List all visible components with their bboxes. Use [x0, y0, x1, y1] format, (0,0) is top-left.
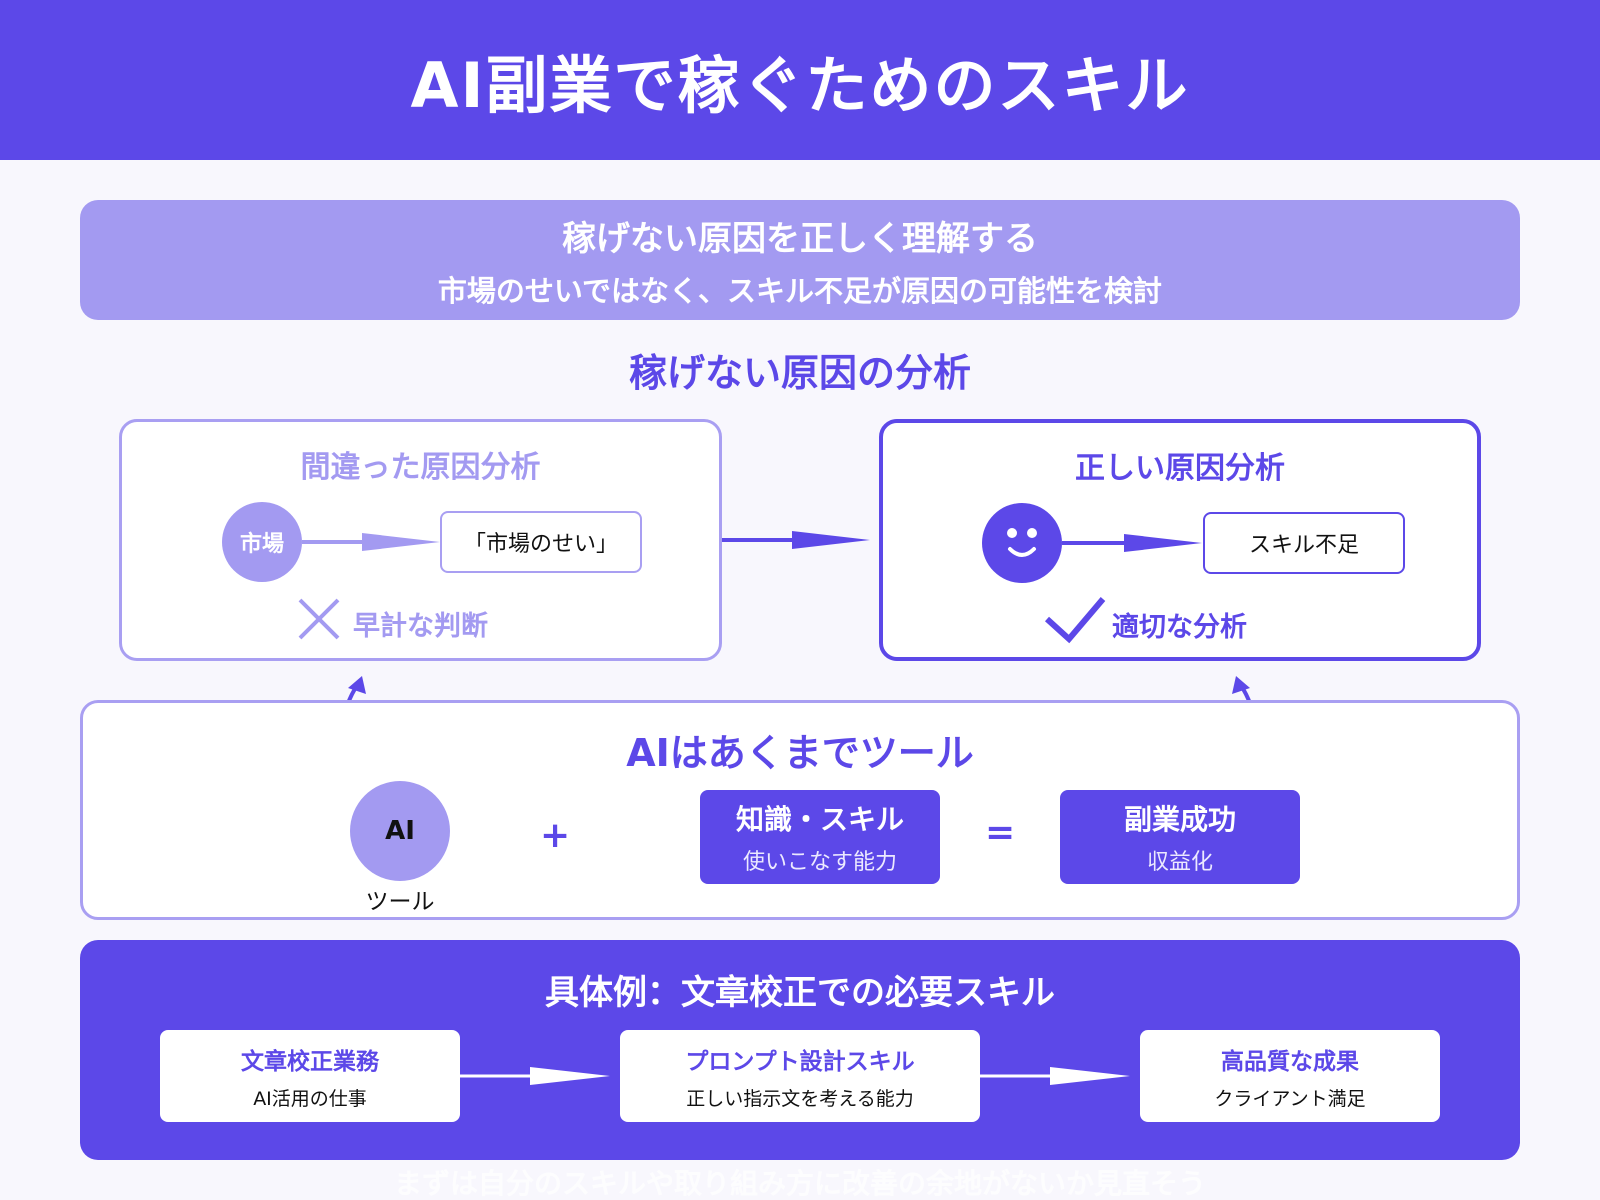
- header-bar: AI副業で稼ぐためのスキル: [0, 0, 1600, 160]
- ai-label: ツール: [365, 889, 435, 915]
- wrong-analysis-panel: 間違った原因分析 市場 「市場のせい」 早計な判断: [119, 419, 722, 661]
- success-box: 副業成功 収益化: [1060, 790, 1300, 884]
- example-panel: 具体例：文章校正での必要スキル 文章校正業務 AI活用の仕事 プロンプト設計スキ…: [80, 940, 1520, 1160]
- cause-banner: 稼げない原因を正しく理解する 市場のせいではなく、スキル不足が原因の可能性を検討: [80, 200, 1520, 320]
- right-analysis-panel: 正しい原因分析 スキル不足 適切な分析: [879, 419, 1481, 661]
- skill-box-subtitle: 使いこなす能力: [742, 850, 897, 875]
- check-icon: [1044, 597, 1106, 644]
- example-step-title: 高品質な成果: [1221, 1048, 1359, 1075]
- example-step-subtitle: クライアント満足: [1214, 1087, 1366, 1110]
- right-result-box: スキル不足: [1203, 512, 1405, 574]
- step-arrow-icon: [460, 1067, 610, 1085]
- example-step-1: 文章校正業務 AI活用の仕事: [160, 1030, 460, 1122]
- example-step-subtitle: AI活用の仕事: [253, 1087, 367, 1110]
- right-verdict: 適切な分析: [1112, 612, 1247, 643]
- example-heading: 具体例：文章校正での必要スキル: [545, 973, 1055, 1013]
- ai-tool-heading: AIはあくまでツール: [626, 731, 974, 775]
- analysis-heading: 稼げない原因の分析: [628, 351, 971, 395]
- success-box-title: 副業成功: [1123, 803, 1236, 836]
- plus-operator: +: [540, 815, 571, 856]
- skill-box: 知識・スキル 使いこなす能力: [700, 790, 940, 884]
- smiley-face-icon: [982, 503, 1062, 583]
- wrong-analysis-title: 間違った原因分析: [300, 450, 541, 485]
- step-arrow-icon: [980, 1067, 1130, 1085]
- success-box-subtitle: 収益化: [1146, 850, 1213, 875]
- skill-box-title: 知識・スキル: [735, 803, 904, 836]
- example-step-3: 高品質な成果 クライアント満足: [1140, 1030, 1440, 1122]
- market-circle: 市場: [222, 502, 302, 582]
- footer-note: まずは自分のスキルや取り組み方に改善の余地がないか見直そう: [393, 1167, 1206, 1200]
- wrong-verdict: 早計な判断: [353, 611, 488, 642]
- example-step-2: プロンプト設計スキル 正しい指示文を考える能力: [620, 1030, 980, 1122]
- cross-icon: [298, 598, 340, 640]
- page-title: AI副業で稼ぐためのスキル: [410, 49, 1190, 122]
- wrong-flow-arrow-icon: [302, 533, 440, 551]
- cause-banner-title: 稼げない原因を正しく理解する: [562, 218, 1038, 259]
- equals-operator: =: [985, 812, 1016, 853]
- ai-circle: AI: [350, 781, 450, 881]
- wrong-result-box: 「市場のせい」: [440, 511, 642, 573]
- right-flow-arrow-icon: [1062, 534, 1202, 552]
- example-step-subtitle: 正しい指示文を考える能力: [686, 1087, 914, 1110]
- panel-connector-arrow-icon: [722, 531, 870, 549]
- right-analysis-title: 正しい原因分析: [1075, 451, 1285, 486]
- example-step-title: 文章校正業務: [241, 1048, 379, 1075]
- cause-banner-subtitle: 市場のせいではなく、スキル不足が原因の可能性を検討: [437, 273, 1163, 308]
- example-step-title: プロンプト設計スキル: [685, 1048, 915, 1075]
